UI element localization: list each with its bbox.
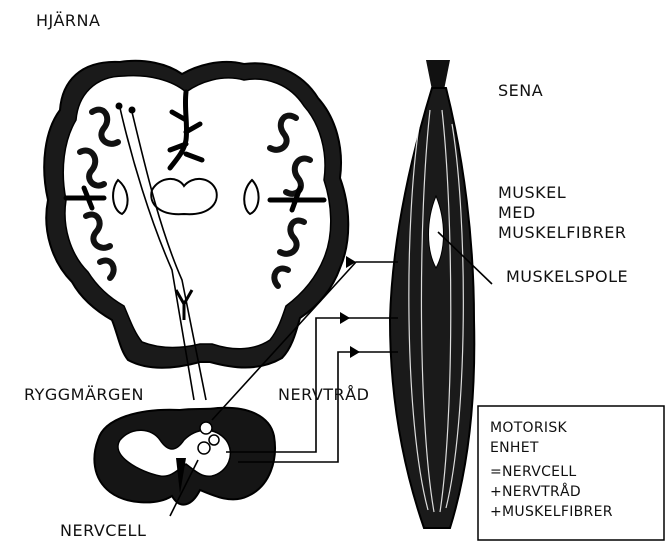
- label-brain: HJÄRNA: [36, 11, 100, 30]
- motor-neuron-cell-1: [200, 422, 212, 434]
- cortex-neuron-1: [116, 103, 123, 110]
- legend-line-4: +NERVTRÅD: [490, 483, 581, 500]
- label-tendon: SENA: [498, 81, 543, 100]
- arrowhead-motor-2: [350, 346, 360, 358]
- legend-line-3: =NERVCELL: [490, 464, 577, 480]
- label-muscle-line1: MUSKEL: [498, 183, 566, 202]
- label-spindle: MUSKELSPOLE: [506, 267, 628, 286]
- label-spinal-cord: RYGGMÄRGEN: [24, 385, 144, 404]
- brain: [44, 61, 348, 400]
- legend-line-1: MOTORISK: [490, 420, 568, 436]
- label-nerve-cell: NERVCELL: [60, 521, 146, 540]
- muscle: [390, 60, 474, 528]
- legend-line-2: ENHET: [490, 440, 539, 456]
- motor-neuron-cell-3: [209, 435, 219, 445]
- arrowhead-sensory: [346, 256, 356, 268]
- muscle-body: [390, 88, 474, 528]
- label-muscle-line2: MED: [498, 203, 536, 222]
- brain-thalamus: [151, 179, 217, 214]
- arrowhead-motor-1: [340, 312, 350, 324]
- legend-line-5: +MUSKELFIBRER: [490, 504, 613, 520]
- label-nerve-fiber: NERVTRÅD: [278, 385, 369, 404]
- label-muscle-line3: MUSKELFIBRER: [498, 223, 626, 242]
- cortex-neuron-2: [129, 107, 136, 114]
- spinal-cord: [94, 408, 275, 505]
- tendon-top: [426, 60, 450, 90]
- nerve-arrowheads: [340, 256, 360, 358]
- motor-neuron-cell-2: [198, 442, 210, 454]
